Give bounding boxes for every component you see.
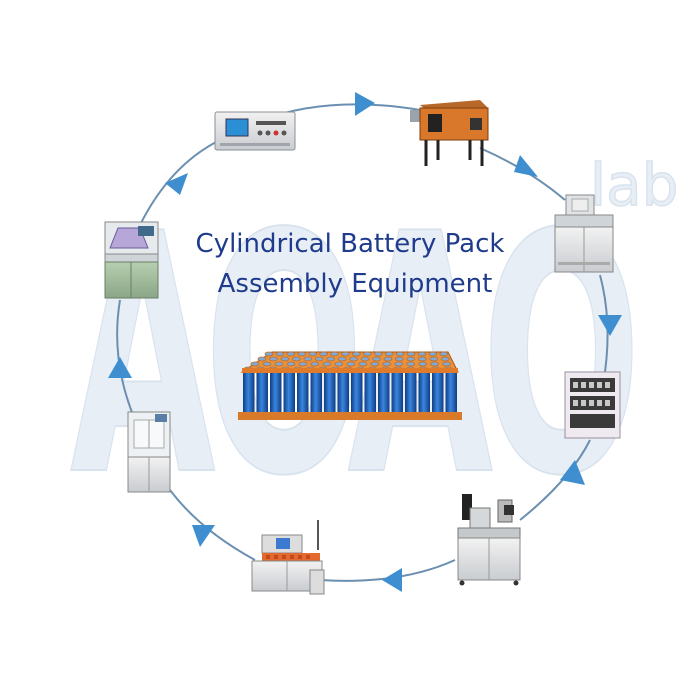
title-line-1: Cylindrical Battery Pack bbox=[196, 229, 505, 259]
enclosure-icon bbox=[127, 411, 171, 493]
arrow-left-icon bbox=[382, 568, 402, 592]
arrow-right-icon bbox=[355, 92, 375, 116]
title-line-2: Assembly Equipment bbox=[218, 269, 493, 299]
analyzer-icon bbox=[214, 111, 296, 151]
battery-pack-image bbox=[238, 351, 462, 420]
heat-tunnel-icon bbox=[410, 100, 489, 166]
tester-icon bbox=[104, 221, 159, 299]
arrow-up-right-icon bbox=[165, 173, 188, 195]
arrow-down-left-icon bbox=[560, 460, 585, 485]
diagram-title: Cylindrical Battery Pack Assembly Equipm… bbox=[196, 229, 505, 299]
sorter-icon bbox=[251, 520, 325, 595]
arrow-down-right-icon bbox=[514, 155, 538, 177]
arrow-up-left-icon bbox=[192, 525, 215, 547]
workstation-icon bbox=[554, 194, 614, 273]
watermark-suffix: lab bbox=[590, 151, 678, 219]
flow-arrows bbox=[108, 92, 622, 592]
welder-icon bbox=[457, 494, 521, 586]
arrow-down-icon bbox=[598, 315, 622, 336]
cabinet-icon bbox=[564, 371, 621, 439]
arrow-up-icon bbox=[108, 357, 132, 378]
